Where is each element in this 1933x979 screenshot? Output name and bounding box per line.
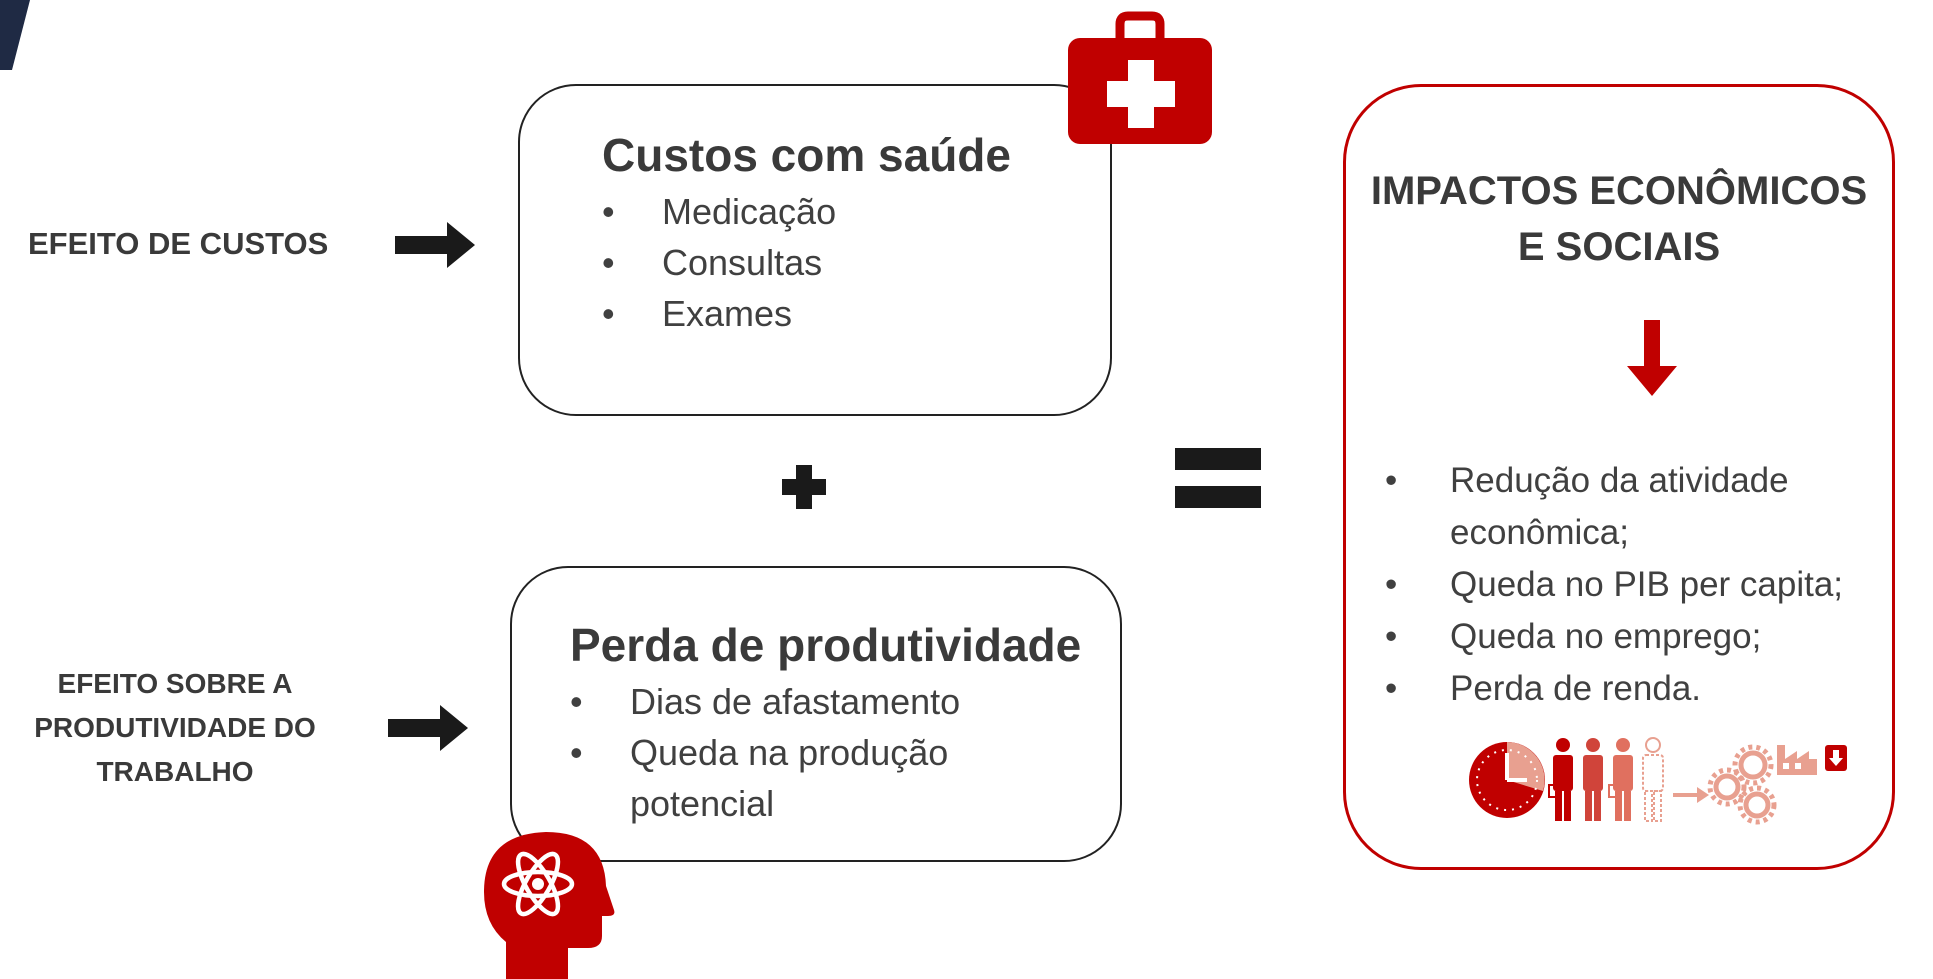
productivity-effect-label: EFEITO SOBRE A PRODUTIVIDADE DO TRABALHO [0,662,350,794]
productivity-effect-line: TRABALHO [96,756,254,787]
gears-icon [1707,744,1777,825]
economy-decline-illustration [1469,737,1847,825]
bullet: • [1385,617,1398,656]
small-arrow-icon [1673,787,1709,803]
list-item: • Queda no emprego; [1385,611,1920,663]
productivity-loss-title: Perda de produtividade [570,619,1082,671]
impacts-list: • Redução da atividade econômica; • Queda … [1385,455,1920,715]
list-item-text: Exames [662,293,793,334]
plus-icon [782,465,826,509]
list-item: • Exames [602,288,836,339]
list-item: • Dias de afastamento [570,676,1060,727]
list-item: • Perda de renda. [1385,663,1920,715]
list-item-text: Perda de renda. [1450,669,1702,708]
impacts-title-line: IMPACTOS ECONÔMICOS [1370,169,1868,213]
list-item-text: Queda no emprego; [1450,617,1762,656]
impacts-title: IMPACTOS ECONÔMICOS E SOCIAIS [1343,163,1895,275]
right-arrow-icon [395,222,475,268]
list-item: • Redução da atividade econômica; [1385,455,1920,559]
productivity-loss-list: • Dias de afastamento • Queda na produção … [570,676,1060,829]
first-aid-kit-icon [1068,11,1212,144]
head-atom-icon [484,832,615,979]
bullet: • [570,732,583,773]
list-item-text: Queda na produção potencial [630,732,949,824]
bullet: • [602,242,615,283]
list-item: • Consultas [602,237,836,288]
clock-icon [1469,742,1545,818]
down-arrow-badge-icon [1825,745,1847,771]
list-item-text: Consultas [662,242,823,283]
bullet: • [1385,669,1398,708]
factory-icon [1777,745,1817,775]
down-arrow-icon [1627,320,1677,396]
health-costs-list: • Medicação • Consultas • Exames [602,186,836,339]
bullet: • [602,293,615,334]
productivity-effect-line: EFEITO SOBRE A [57,668,293,699]
list-item-text: Redução da atividade econômica; [1450,461,1789,552]
impacts-title-line: E SOCIAIS [1517,225,1721,269]
list-item: • Medicação [602,186,836,237]
list-item: • Queda na produção potencial [570,727,1060,829]
right-arrow-icon [388,705,468,751]
health-costs-box [518,84,1112,416]
workers-icon [1548,737,1664,822]
equals-icon [1175,448,1261,508]
bullet: • [1385,461,1398,500]
list-item-text: Dias de afastamento [630,681,961,722]
corner-stripe [0,0,30,70]
bullet: • [570,681,583,722]
health-costs-title: Custos com saúde [602,129,1011,181]
productivity-loss-box [510,566,1122,862]
bullet: • [602,191,615,232]
impacts-box [1343,84,1895,870]
list-item-text: Medicação [662,191,837,232]
list-item: • Queda no PIB per capita; [1385,559,1920,611]
costs-effect-label: EFEITO DE CUSTOS [28,226,329,261]
productivity-effect-line: PRODUTIVIDADE DO [34,712,316,743]
list-item-text: Queda no PIB per capita; [1450,565,1844,604]
bullet: • [1385,565,1398,604]
